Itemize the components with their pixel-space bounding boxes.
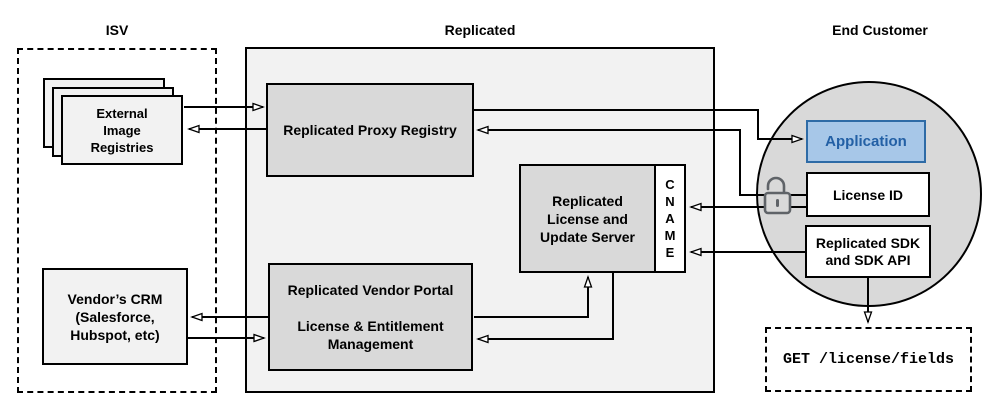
section-header-isv: ISV (105, 22, 129, 38)
section-header-replicated: Replicated (444, 22, 516, 38)
external-image-registries-node: External Image Registries (61, 95, 183, 165)
vendor-portal-node: Replicated Vendor Portal License & Entit… (268, 263, 473, 371)
application-node: Application (806, 120, 926, 163)
vendors-crm-node: Vendor’s CRM (Salesforce, Hubspot, etc) (42, 268, 188, 365)
replicated-sdk-node: Replicated SDK and SDK API (805, 225, 931, 278)
stacked-registries: External Image Registries (43, 78, 185, 167)
isv-section-boundary (17, 48, 217, 393)
license-id-node: License ID (806, 172, 930, 217)
get-license-fields-node: GET /license/fields (765, 327, 972, 392)
proxy-registry-node: Replicated Proxy Registry (266, 83, 474, 177)
cname-label: CNAME (664, 177, 676, 260)
section-header-end-customer: End Customer (832, 22, 928, 38)
license-update-server-node: Replicated License and Update Server (519, 164, 656, 273)
cname-node: CNAME (654, 164, 686, 273)
